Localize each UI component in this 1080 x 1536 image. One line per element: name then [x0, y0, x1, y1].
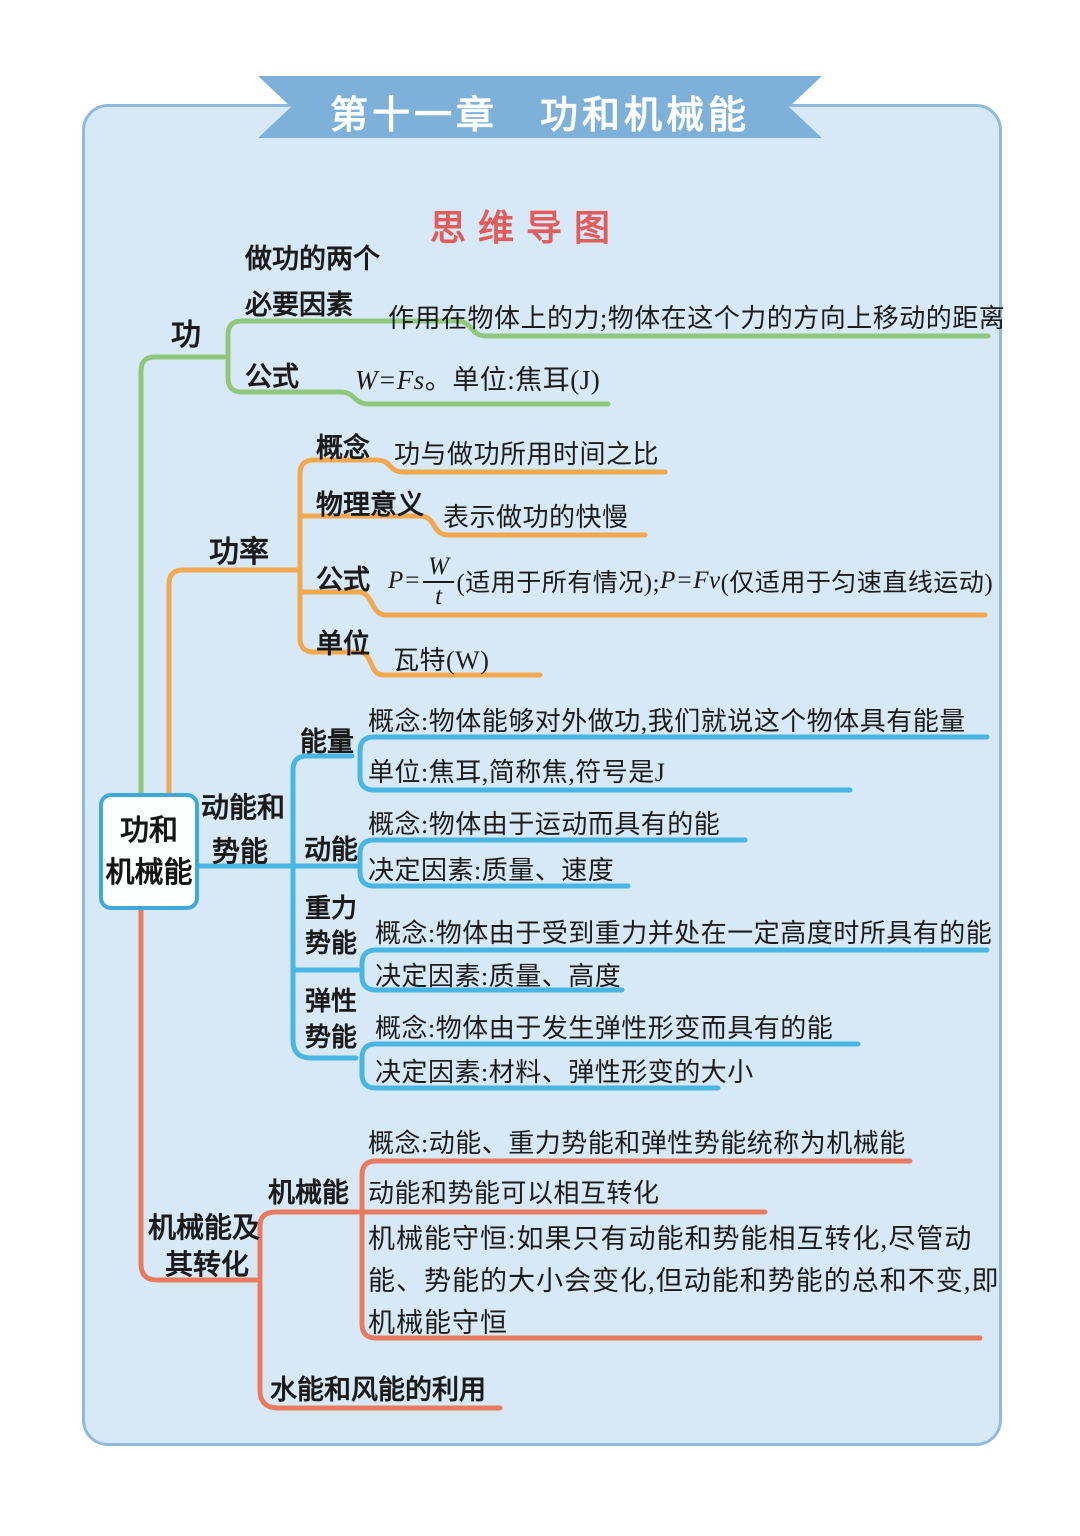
kinetic-node-leaf1: 概念:物体由于运动而具有的能 [368, 810, 721, 839]
root-node-line1: 功和 [119, 814, 178, 847]
work-branch-line [225, 318, 991, 407]
kinetic-node-bracket [357, 837, 748, 889]
power-concept-label: 概念 [316, 433, 370, 463]
mechanical-node-leaf3-line3: 机械能守恒 [368, 1308, 508, 1338]
work-factors-leaf: 作用在物体上的力;物体在这个力的方向上移动的距离 [388, 304, 1006, 333]
kinetic-node-leaf2: 决定因素:质量、速度 [368, 856, 615, 885]
work-formula-rest: 。单位:焦耳(J) [424, 365, 601, 395]
power-meaning-label: 物理意义 [316, 490, 424, 520]
mechanical-node-label: 机械能 [268, 1178, 349, 1208]
power-spine-line [297, 457, 668, 678]
gravity-node-bracket [359, 947, 990, 993]
chapter-title: 第十一章 功和机械能 [329, 95, 750, 137]
mechanical-node-leaf3-line1: 机械能守恒:如果只有动能和势能相互转化,尽管动 [368, 1224, 973, 1254]
conversion-trunk-line [138, 906, 259, 1283]
conversion-branch-label-line2: 其转化 [165, 1250, 250, 1281]
elastic-node-label-line2: 势能 [305, 1023, 358, 1052]
mechanical-node-leaf3-line2: 能、势能的大小会变化,但动能和势能的总和不变,即 [368, 1266, 1000, 1296]
water-wind-line [257, 1277, 503, 1411]
root-node: 功和 机械能 [99, 793, 199, 910]
power-formula-p-equals: P= [388, 567, 422, 594]
power-formula-numerator: W [423, 553, 455, 583]
conversion-branch-label-line1: 机械能及 [148, 1213, 261, 1244]
power-unit-leaf: 瓦特(W) [393, 646, 490, 675]
work-trunk-line [138, 354, 227, 796]
energy-node-bracket [357, 734, 990, 793]
power-formula-label: 公式 [316, 565, 370, 595]
energy-node-label: 能量 [300, 727, 354, 757]
energy-branch-label-line2: 势能 [212, 837, 269, 868]
work-formula-label: 公式 [245, 362, 299, 392]
work-factors-label-line2: 必要因素 [245, 290, 353, 320]
water-wind-node-label: 水能和风能的利用 [270, 1375, 486, 1405]
energy-node-leaf1: 概念:物体能够对外做功,我们就说这个物体具有能量 [368, 707, 966, 736]
work-label: 功 [171, 319, 201, 352]
work-formula-math: W=Fs [355, 365, 425, 395]
work-factors-label-line1: 做功的两个 [245, 244, 380, 274]
mechanical-node-line [257, 1209, 768, 1283]
mechanical-node-bracket [359, 1158, 983, 1341]
mechanical-node-leaf1: 概念:动能、重力势能和弹性势能统称为机械能 [368, 1129, 906, 1158]
chapter-ribbon [258, 76, 822, 138]
power-formula-note1: (适用于所有情况); [456, 570, 661, 597]
root-node-line2: 机械能 [105, 856, 193, 889]
power-formula-denominator: t [435, 583, 443, 610]
power-meaning-line [297, 513, 648, 538]
elastic-node-label-line1: 弹性 [305, 987, 358, 1016]
energy-node-leaf2: 单位:焦耳,简称焦,符号是J [368, 758, 666, 787]
power-formula-p2: P=Fv [660, 567, 721, 594]
power-formula-note2: (仅适用于匀速直线运动) [720, 570, 994, 597]
kinetic-node-label: 动能 [304, 835, 358, 865]
elastic-node-leaf1: 概念:物体由于发生弹性形变而具有的能 [375, 1014, 834, 1043]
energy-branch-label-line1: 动能和 [201, 793, 286, 824]
work-formula-leaf: W=Fs。单位:焦耳(J) [355, 358, 600, 397]
elastic-node-bracket [359, 1041, 861, 1091]
gravity-node-leaf2: 决定因素:质量、高度 [375, 962, 622, 991]
energy-spine-bottom-line [290, 863, 359, 1061]
gravity-node-leaf1: 概念:物体由于受到重力并处在一定高度时所具有的能 [375, 919, 993, 948]
page-subtitle: 思维导图 [430, 207, 623, 248]
gravity-node-label-line1: 重力 [305, 894, 358, 923]
gravity-node-label-line2: 势能 [305, 929, 358, 958]
mechanical-node-leaf2: 动能和势能可以相互转化 [368, 1179, 660, 1208]
power-label: 功率 [209, 536, 269, 569]
power-unit-label: 单位 [316, 629, 370, 659]
energy-spine-top-line [290, 753, 355, 869]
power-meaning-leaf: 表示做功的快慢 [443, 503, 629, 532]
power-formula-line [297, 589, 988, 618]
power-concept-leaf: 功与做功所用时间之比 [394, 440, 660, 469]
power-trunk-line [166, 567, 299, 796]
mechanical-node-leaf3: 机械能守恒:如果只有动能和势能相互转化,尽管动 能、势能的大小会变化,但动能和势… [368, 1218, 1000, 1344]
mindmap-panel [82, 104, 1002, 1446]
elastic-node-leaf2: 决定因素:材料、弹性形变的大小 [375, 1058, 754, 1087]
